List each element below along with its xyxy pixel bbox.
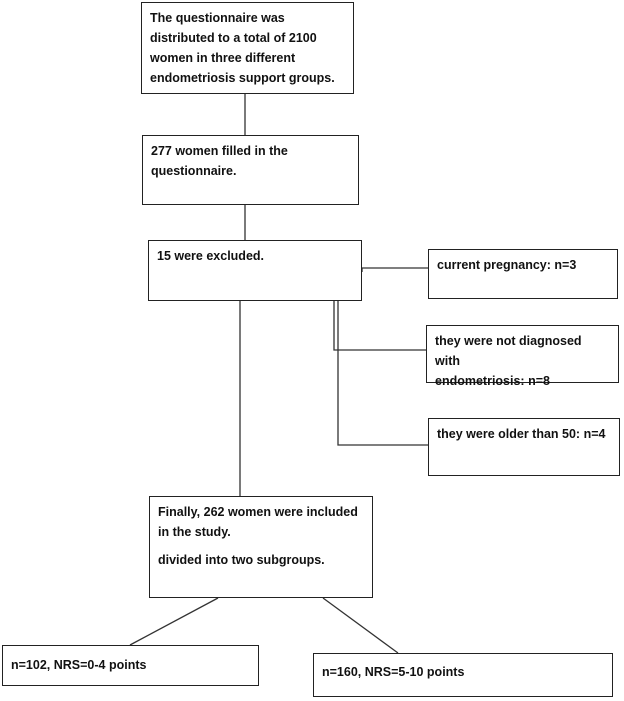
connector-to-pregnancy	[361, 267, 428, 272]
excluded-box: 15 were excluded.	[148, 240, 362, 301]
included-subtext: divided into two subgroups.	[158, 553, 325, 567]
distribution-box: The questionnaire was distributed to a t…	[141, 2, 354, 94]
distribution-line: The questionnaire was	[150, 11, 285, 25]
respondents-line: questionnaire.	[151, 164, 237, 178]
included-line: Finally, 262 women were included	[158, 505, 358, 519]
connector-to-older-than-50	[337, 301, 428, 446]
included-box: Finally, 262 women were included in the …	[149, 496, 373, 598]
exclusion-reason-pregnancy: current pregnancy: n=3	[428, 249, 618, 299]
exclusion-reason-older-than-50: they were older than 50: n=4	[428, 418, 620, 476]
exclusion-reason-line: current pregnancy: n=3	[437, 258, 577, 272]
respondents-line: 277 women filled in the	[151, 144, 288, 158]
connector-to-subgroup-low	[129, 597, 219, 646]
subgroup-low-box: n=102, NRS=0-4 points	[2, 645, 259, 686]
included-line: in the study.	[158, 525, 231, 539]
subgroup-high-box: n=160, NRS=5-10 points	[313, 653, 613, 697]
distribution-line: distributed to a total of 2100	[150, 31, 317, 45]
exclusion-reason-line: they were older than 50: n=4	[437, 427, 606, 441]
excluded-text: 15 were excluded.	[157, 249, 265, 263]
subgroup-low-text: n=102, NRS=0-4 points	[11, 658, 147, 672]
respondents-box: 277 women filled in the questionnaire.	[142, 135, 359, 205]
exclusion-reason-line: they were not diagnosed with	[435, 334, 582, 368]
exclusion-reason-line: endometriosis: n=8	[435, 374, 550, 388]
distribution-line: endometriosis support groups.	[150, 71, 335, 85]
distribution-line: women in three different	[150, 51, 296, 65]
exclusion-reason-not-diagnosed: they were not diagnosed with endometrios…	[426, 325, 619, 388]
connector-to-not-diagnosed	[333, 301, 426, 351]
connector-to-subgroup-high	[322, 597, 399, 654]
subgroup-high-text: n=160, NRS=5-10 points	[322, 665, 465, 679]
